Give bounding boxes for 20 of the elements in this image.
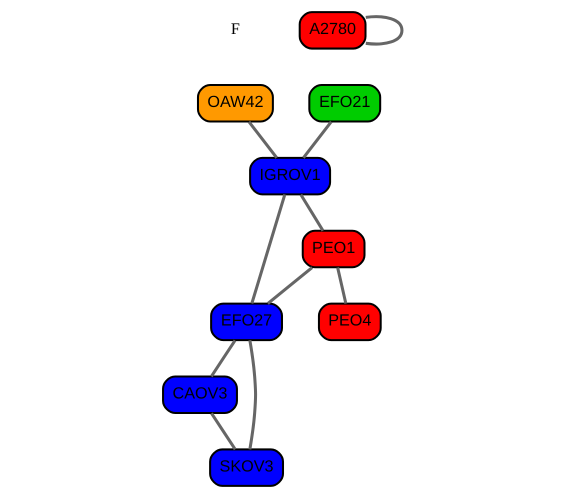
node-box: IGROV1	[249, 156, 332, 196]
node-box: OAW42	[196, 84, 274, 122]
connector	[302, 120, 332, 159]
label: F	[230, 20, 240, 38]
connector	[210, 412, 236, 450]
node-box: PEO1	[302, 230, 366, 268]
connector	[210, 340, 236, 378]
node-box: PEO4	[318, 302, 382, 342]
connector	[248, 120, 278, 159]
connector	[366, 15, 404, 46]
connector	[266, 266, 314, 305]
node-box: SKOV3	[209, 448, 284, 487]
node-box: EFO27	[210, 302, 283, 342]
node-box: EFO21	[308, 84, 382, 122]
node-box: A2780	[298, 11, 367, 50]
connector	[336, 267, 348, 304]
connector	[250, 194, 286, 304]
node-box: CAOV3	[162, 376, 238, 414]
connector	[300, 194, 324, 232]
connector	[248, 340, 258, 450]
